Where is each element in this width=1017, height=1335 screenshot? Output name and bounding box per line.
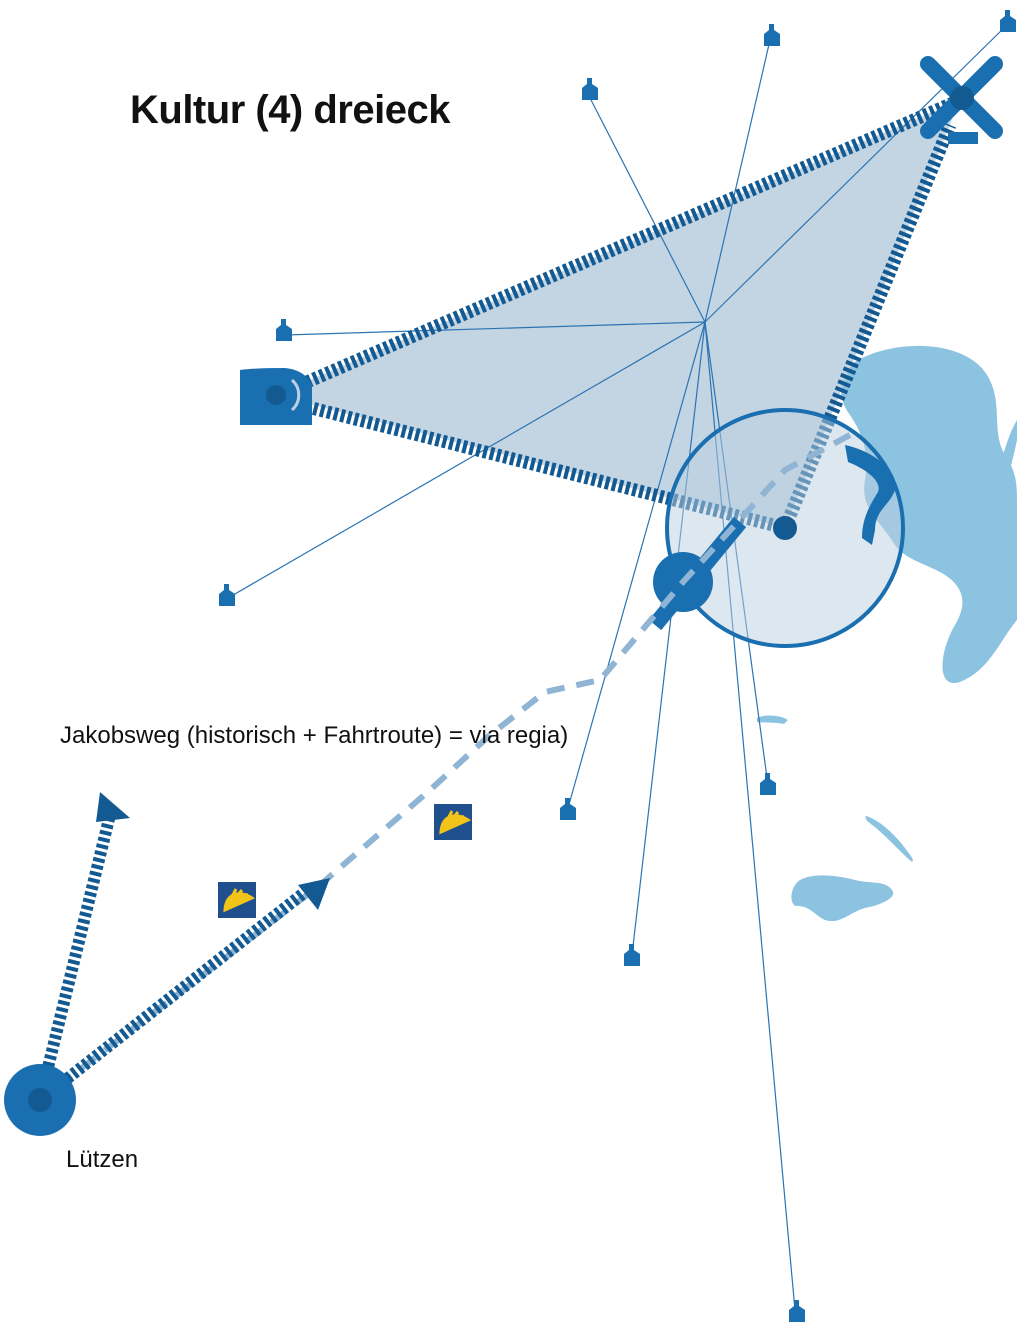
church-icon (582, 78, 598, 100)
small-pond-2 (865, 816, 913, 862)
via-regia-dashed-route (38, 432, 852, 1103)
church-icon (276, 319, 292, 341)
church-icon (624, 944, 640, 966)
lake-shapes (757, 345, 1017, 922)
x-cross-icon (920, 56, 1003, 144)
church-icon (789, 1300, 805, 1322)
church-icon (760, 773, 776, 795)
small-pond-3 (791, 875, 894, 922)
church-icon (560, 798, 576, 820)
large-lake (840, 345, 1017, 684)
small-pond-1 (757, 715, 788, 724)
connector-lines (227, 21, 1011, 1311)
scallop-shell-icon (218, 882, 256, 918)
castle-icon (240, 368, 312, 425)
scallop-shell-icon (434, 804, 472, 840)
church-icon (764, 24, 780, 46)
arrow-northeast (36, 878, 330, 1105)
route-label: Jakobsweg (historisch + Fahrtroute) = vi… (60, 722, 569, 749)
diagram-title: Kultur (4) dreieck (130, 88, 450, 132)
church-icon (1000, 10, 1016, 32)
river-band (845, 445, 896, 545)
lake-arm (968, 420, 1017, 562)
town-label-luetzen: Lützen (66, 1146, 139, 1173)
church-icon (219, 584, 235, 606)
town-center-dot (773, 516, 797, 540)
arrow-north (34, 792, 130, 1102)
